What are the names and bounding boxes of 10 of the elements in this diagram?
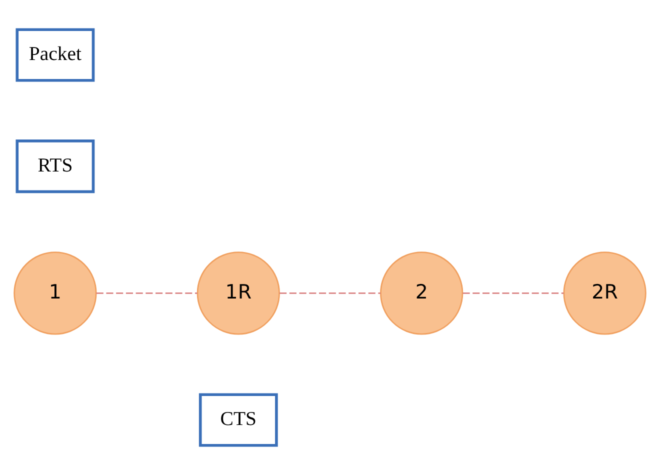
node-circle: 1 bbox=[14, 251, 97, 334]
node-circle: 2 bbox=[380, 251, 464, 334]
node-box: Packet bbox=[16, 28, 95, 82]
node-circle: 2R bbox=[563, 251, 646, 334]
connector bbox=[462, 292, 564, 294]
connector bbox=[280, 292, 381, 294]
connector bbox=[96, 292, 198, 294]
node-circle: 1R bbox=[196, 251, 280, 334]
node-box: RTS bbox=[16, 139, 95, 193]
node-box: CTS bbox=[198, 392, 278, 446]
